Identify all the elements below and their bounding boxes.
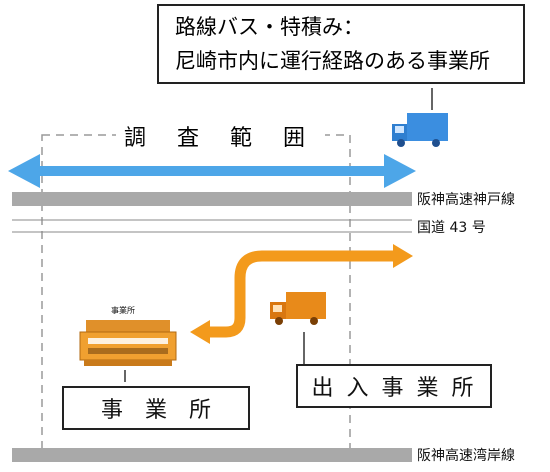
inout-office-label: 出 入 事 業 所 xyxy=(296,364,492,408)
blue-truck-icon xyxy=(392,88,448,147)
road-label-hanshin-wangan: 阪神高速湾岸線 xyxy=(417,448,515,464)
inout-traffic-arrow xyxy=(190,244,413,344)
road-label-route43: 国道 43 号 xyxy=(417,220,486,236)
route-bus-callout: 路線バス・特積み： 尼崎市内に運行経路のある事業所 xyxy=(157,4,525,84)
office-sign-text: 事業所 xyxy=(111,306,135,315)
callout-line-2: 尼崎市内に運行経路のある事業所 xyxy=(175,49,490,73)
office-building-icon xyxy=(79,320,177,382)
road-label-hanshin-kobe: 阪神高速神戸線 xyxy=(417,192,515,208)
orange-truck-icon xyxy=(270,292,326,366)
road-hanshin-kobe xyxy=(12,192,412,206)
road-hanshin-wangan xyxy=(12,448,412,462)
survey-area-label: 調 査 範 囲 xyxy=(116,120,325,152)
office-label: 事 業 所 xyxy=(62,386,250,430)
through-traffic-arrow xyxy=(8,154,416,188)
callout-line-1: 路線バス・特積み： xyxy=(175,15,364,39)
